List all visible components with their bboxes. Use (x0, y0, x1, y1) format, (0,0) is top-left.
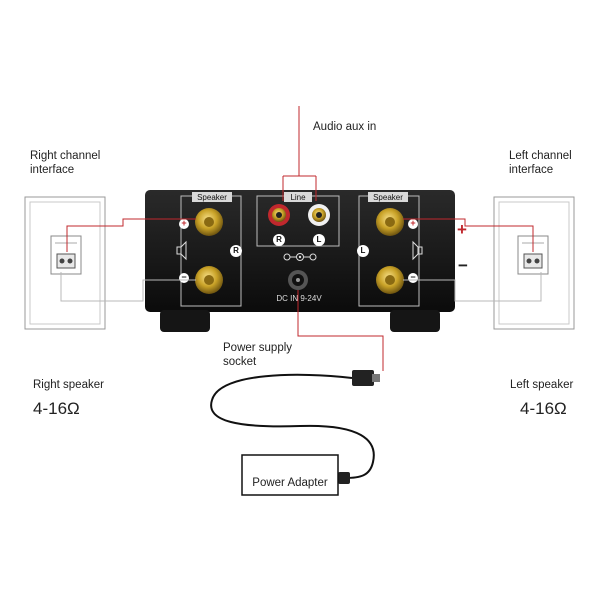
negative-sign: − (458, 256, 468, 275)
left-speaker-label: Left speaker (510, 379, 574, 391)
power-adapter-box (241, 454, 339, 496)
rca-jack-left (308, 204, 330, 226)
rca-jack-right (268, 204, 290, 226)
left-channel-interface-label: Left channel interface (509, 150, 572, 176)
cable-connector (352, 370, 374, 386)
left-impedance-label: 4-16Ω (520, 399, 567, 418)
plus-marker: + (410, 218, 416, 228)
speaker-panel-label: Speaker (373, 193, 403, 202)
amplifier (145, 190, 455, 332)
rca-r-label: R (276, 235, 282, 244)
minus-marker: − (410, 272, 416, 282)
power-cable (210, 370, 380, 484)
channel-r-label: R (233, 246, 239, 255)
right-impedance-label: 4-16Ω (33, 399, 80, 418)
left-speaker-cabinet (493, 196, 575, 330)
plus-marker: + (181, 218, 187, 228)
audio-aux-in-label: Audio aux in (313, 121, 377, 133)
power-supply-socket-label: Power supply socket (223, 342, 293, 368)
speaker-symbol-icon (412, 240, 423, 261)
rca-l-label: L (316, 235, 322, 244)
dc-power-jack (288, 270, 308, 290)
right-channel-interface-label: Right channel interface (30, 150, 101, 176)
speaker-panel-label: Speaker (197, 193, 227, 202)
power-adapter-label: Power Adapter (252, 477, 328, 489)
line-panel-label: Line (290, 193, 306, 202)
channel-l-label: L (360, 246, 366, 255)
minus-marker: − (181, 272, 187, 282)
right-speaker-label: Right speaker (33, 379, 104, 391)
positive-sign: + (457, 220, 467, 239)
speaker-symbol-icon (176, 240, 187, 261)
positive-wires (66, 106, 534, 371)
negative-wires (60, 272, 542, 302)
dc-in-label: DC IN 9-24V (276, 294, 322, 303)
right-speaker-cabinet (24, 196, 106, 330)
dc-polarity-icon (283, 253, 317, 261)
